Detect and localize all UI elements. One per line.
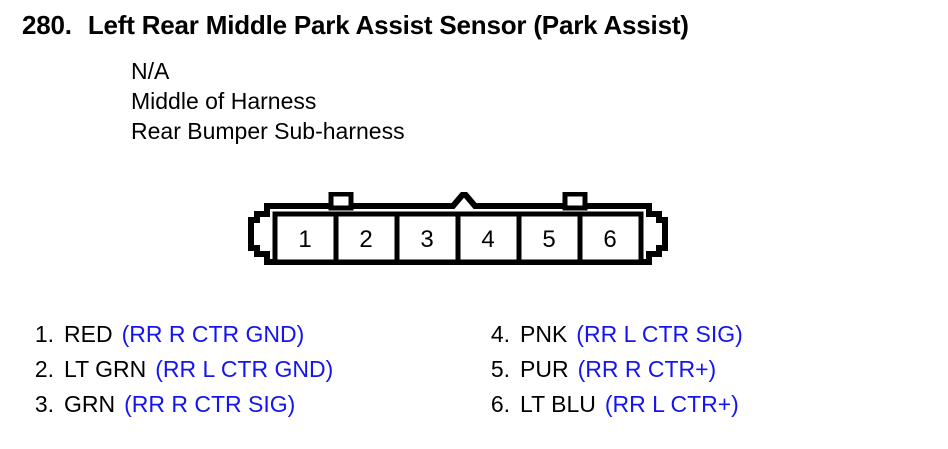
- list-item: 5. PUR (RR R CTR+): [478, 352, 922, 387]
- connector-svg: 1 2 3 4 5 6: [248, 188, 668, 265]
- page-title: 280. Left Rear Middle Park Assist Sensor…: [22, 10, 689, 41]
- pin-circuit-name: (RR R CTR GND): [121, 321, 305, 347]
- description-line-1: N/A: [131, 58, 170, 84]
- pin-wire-color: LT BLU: [520, 391, 596, 417]
- entry-title: Left Rear Middle Park Assist Sensor (Par…: [87, 10, 689, 40]
- entry-number: 280.: [22, 10, 72, 40]
- pin-label-1: 1: [298, 226, 311, 253]
- list-item: 6. LT BLU (RR L CTR+): [478, 387, 922, 422]
- pin-index: 2.: [34, 356, 54, 382]
- pin-index: 5.: [490, 356, 510, 382]
- description-line-3: Rear Bumper Sub-harness: [131, 118, 405, 144]
- pin-circuit-name: (RR R CTR+): [577, 356, 717, 382]
- pin-legend-right-column: 4. PNK (RR L CTR SIG) 5. PUR (RR R CTR+)…: [466, 317, 922, 422]
- connector-diagram: 1 2 3 4 5 6: [243, 188, 673, 282]
- pin-circuit-name: (RR L CTR SIG): [576, 321, 743, 347]
- pin-circuit-name: (RR L CTR GND): [155, 356, 334, 382]
- pin-wire-color: RED: [64, 321, 113, 347]
- pin-legend-left-column: 1. RED (RR R CTR GND) 2. LT GRN (RR L CT…: [22, 317, 466, 422]
- list-item: 4. PNK (RR L CTR SIG): [478, 317, 922, 352]
- pin-index: 6.: [490, 391, 510, 417]
- pin-index: 1.: [34, 321, 54, 347]
- list-item: 2. LT GRN (RR L CTR GND): [22, 352, 466, 387]
- pin-wire-color: PNK: [520, 321, 568, 347]
- connector-description: N/A Middle of Harness Rear Bumper Sub-ha…: [131, 56, 405, 146]
- pin-index: 3.: [34, 391, 54, 417]
- pin-wire-color: PUR: [520, 356, 569, 382]
- pin-index: 4.: [490, 321, 510, 347]
- pin-circuit-name: (RR R CTR SIG): [124, 391, 296, 417]
- description-line-2: Middle of Harness: [131, 88, 317, 114]
- pin-circuit-name: (RR L CTR+): [604, 391, 739, 417]
- pin-label-2: 2: [359, 226, 372, 253]
- pin-wire-color: LT GRN: [64, 356, 147, 382]
- list-item: 1. RED (RR R CTR GND): [22, 317, 466, 352]
- pin-label-6: 6: [603, 226, 616, 253]
- pin-label-5: 5: [542, 226, 555, 253]
- pin-legend: 1. RED (RR R CTR GND) 2. LT GRN (RR L CT…: [22, 317, 922, 422]
- pin-wire-color: GRN: [64, 391, 116, 417]
- list-item: 3. GRN (RR R CTR SIG): [22, 387, 466, 422]
- pin-label-3: 3: [420, 226, 433, 253]
- pin-label-4: 4: [481, 226, 494, 253]
